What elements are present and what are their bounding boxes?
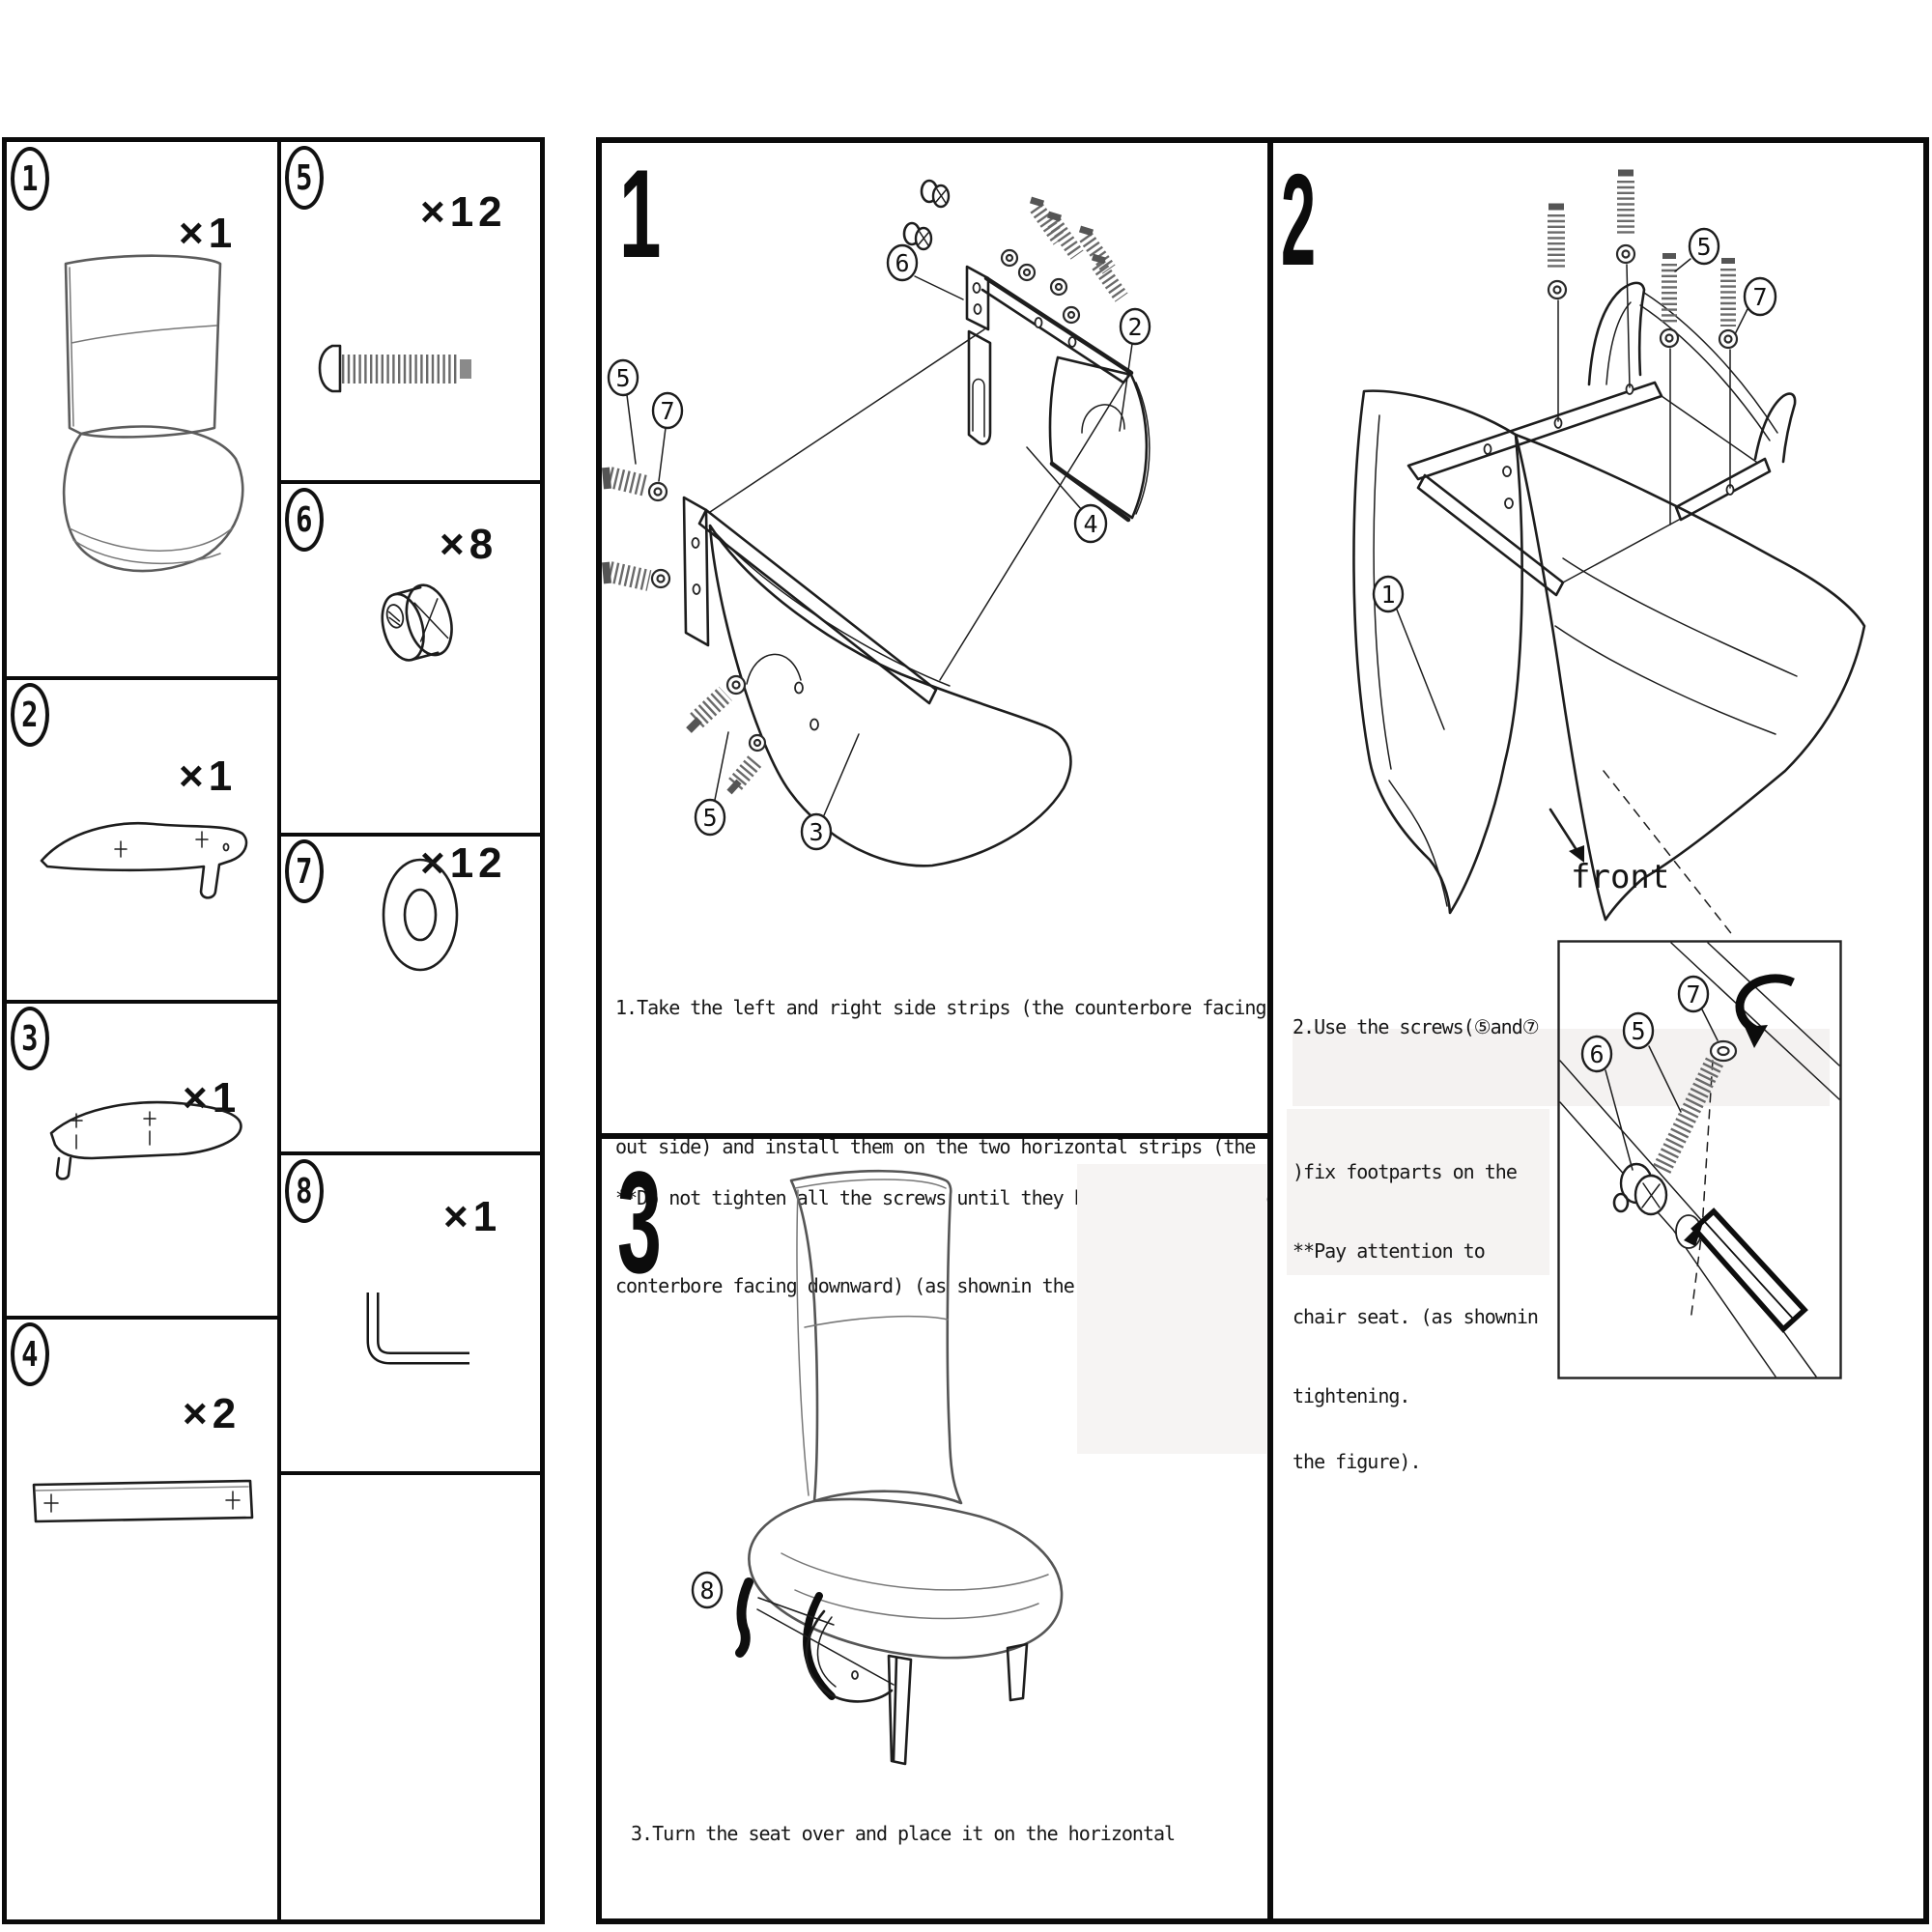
step-divider	[602, 1133, 1267, 1139]
washer-icon	[1547, 243, 1739, 350]
washer-icon	[382, 858, 459, 972]
svg-text:4: 4	[1083, 510, 1097, 538]
svg-text:7: 7	[1752, 283, 1767, 311]
rotate-arrow-icon	[1735, 974, 1795, 1048]
left-side-strip-icon	[49, 1100, 242, 1180]
part-number-badge: 5	[285, 146, 324, 210]
part-number-badge: 7	[285, 839, 324, 903]
callout-7-inset: 7	[1677, 975, 1719, 1041]
screw-icon	[1548, 169, 1736, 327]
part-number-badge: 8	[285, 1159, 324, 1223]
svg-text:5: 5	[1696, 233, 1711, 261]
callout-3: 3	[800, 733, 860, 851]
part-qty: ×1	[179, 210, 238, 257]
callout-6-inset: 6	[1580, 1035, 1634, 1171]
screwdriver-icon	[1684, 1208, 1808, 1333]
part-qty: ×1	[183, 1074, 242, 1122]
svg-text:5: 5	[702, 804, 717, 832]
step2-detail-inset: 7 5 6	[1557, 940, 1842, 1379]
svg-text:7: 7	[1686, 980, 1700, 1009]
callout-2: 2	[1119, 307, 1151, 432]
svg-text:1: 1	[1380, 581, 1395, 609]
part-qty: ×1	[443, 1193, 502, 1240]
part-qty: ×12	[420, 188, 507, 236]
washer-icon	[647, 481, 767, 753]
screw-icon	[1029, 196, 1128, 302]
svg-text:2: 2	[1127, 313, 1142, 341]
barrel-nut-icon	[902, 179, 951, 251]
part-qty: ×1	[179, 753, 238, 800]
callout-5b: 5	[694, 731, 729, 837]
barrel-nut-icon	[1612, 1162, 1668, 1216]
callout-4: 4	[1026, 446, 1108, 544]
front-label: front	[1571, 858, 1670, 896]
part-number-badge: 1	[11, 147, 49, 211]
step2-note: **Pay attention to tightening.	[1293, 1239, 1486, 1407]
part-number-badge: 4	[11, 1322, 49, 1386]
callout-6: 6	[886, 243, 964, 300]
callout-5a: 5	[607, 358, 639, 465]
part-number-badge: 2	[11, 683, 49, 747]
step-2-panel: 2	[1267, 137, 1929, 1924]
parts-panel: 1 ×1 2 ×1 3 ×1 4 ×2	[2, 137, 545, 1924]
step2-instructions: 2.Use the screws(⑤and⑦ )fix footparts on…	[1293, 1015, 1540, 1473]
steps-1-3-panel: 1	[596, 137, 1289, 1924]
svg-text:5: 5	[1631, 1017, 1645, 1045]
washer-icon	[1000, 248, 1081, 325]
step3-number: 3	[617, 1141, 662, 1303]
step2-upside-down-chair-diagram: 5 7 1	[1352, 169, 1866, 938]
step2-number: 2	[1281, 147, 1317, 293]
callout-5: 5	[1674, 227, 1720, 272]
barrel-nut-icon	[381, 583, 453, 662]
callout-7: 7	[1734, 276, 1777, 335]
callout-7a: 7	[651, 391, 684, 482]
screw-icon	[1644, 1039, 1738, 1194]
horizontal-strip-icon	[32, 1479, 254, 1523]
parts-column-divider	[277, 142, 281, 1919]
svg-text:6: 6	[1589, 1040, 1604, 1068]
front-arrow	[1548, 808, 1584, 863]
svg-text:8: 8	[699, 1577, 714, 1605]
callout-5-inset: 5	[1622, 1011, 1682, 1113]
screw-icon	[602, 467, 763, 795]
floor-chair-icon	[62, 254, 244, 573]
callout-8: 8	[691, 1571, 724, 1609]
step3-instructions: 3.Turn the seat over and place it on the…	[631, 1822, 1176, 1845]
step3-assembled-chair-diagram: 8	[691, 1169, 1064, 1766]
part-qty: ×2	[183, 1390, 242, 1437]
svg-text:7: 7	[660, 397, 674, 425]
screw-icon	[318, 344, 471, 393]
svg-text:3: 3	[809, 818, 823, 846]
step1-instructions: 1.Take the left and right side strips (t…	[615, 996, 1267, 1297]
part-qty: ×8	[440, 521, 498, 568]
part-number-badge: 6	[285, 488, 324, 552]
step1-number: 1	[619, 143, 662, 284]
hex-wrench-icon	[366, 1293, 469, 1365]
callout-1: 1	[1372, 575, 1445, 730]
right-side-strip-icon	[40, 822, 248, 899]
svg-text:5: 5	[615, 364, 630, 392]
svg-text:6: 6	[895, 249, 909, 277]
step1-exploded-diagram: 6 2 4 5 7 5 3	[602, 179, 1151, 867]
detail-leader-dashed-line	[1603, 770, 1735, 938]
part-number-badge: 3	[11, 1007, 49, 1070]
